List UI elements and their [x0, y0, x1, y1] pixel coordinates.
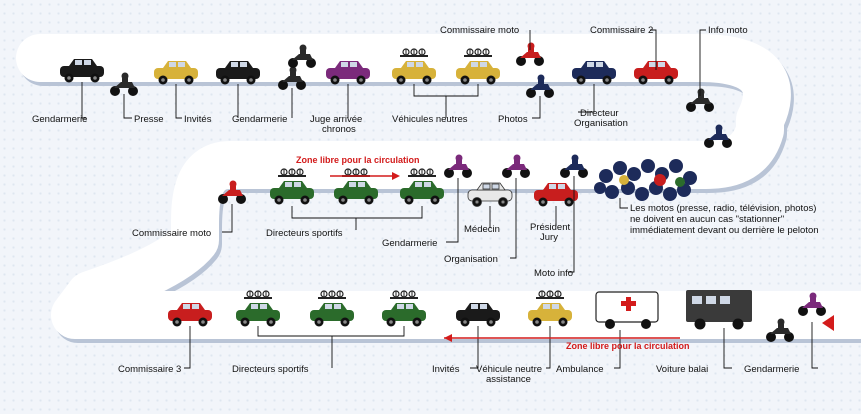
row2-vehicles: [218, 154, 697, 207]
label-info-moto: Moto info: [534, 268, 573, 279]
connectors: [81, 29, 818, 369]
row1-labels: Gendarmerie Presse Invités Gendarmerie J…: [32, 25, 748, 135]
label-assistance: assistance: [486, 374, 531, 385]
note-line-1: Les motos (presse, radio, télévision, ph…: [630, 203, 816, 214]
label-gendarmerie: Gendarmerie: [744, 364, 799, 375]
label-gendarmerie: Gendarmerie: [382, 238, 437, 249]
label-organisation: Organisation: [574, 118, 628, 129]
row3-labels: Zone libre pour la circulation Commissai…: [118, 341, 799, 385]
label-commissaire-moto: Commissaire moto: [132, 228, 211, 239]
label-commissaire-moto: Commissaire moto: [440, 25, 519, 36]
label-photos: Photos: [498, 114, 528, 125]
road: [16, 34, 861, 343]
label-guests: Invités: [184, 114, 212, 125]
label-commissaire-3: Commissaire 3: [118, 364, 181, 375]
label-ambulance: Ambulance: [556, 364, 604, 375]
row2-labels: Zone libre pour la circulation Commissai…: [132, 155, 819, 279]
label-guests: Invités: [432, 364, 460, 375]
label-jury: Jury: [540, 232, 558, 243]
note-line-3: immédiatement devant ou derrière le pelo…: [630, 225, 819, 236]
peloton-icon: [594, 159, 697, 201]
row3-vehicles: [168, 290, 834, 342]
label-commissaire-2: Commissaire 2: [590, 25, 653, 36]
zone-label-row3: Zone libre pour la circulation: [566, 341, 690, 351]
label-neutral-vehicles: Véhicules neutres: [392, 114, 468, 125]
label-neutral-vehicle: Véhicule neutre: [476, 364, 542, 375]
broom-wagon-icon: [686, 290, 752, 330]
label-press: Presse: [134, 114, 164, 125]
label-gendarmerie: Gendarmerie: [232, 114, 287, 125]
ambulance-icon: [595, 291, 659, 329]
label-info-moto: Info moto: [708, 25, 748, 36]
label-director: Directeur: [580, 108, 619, 119]
label-sport-directors: Directeurs sportifs: [266, 228, 343, 239]
zone-label-row2: Zone libre pour la circulation: [296, 155, 420, 165]
label-sport-directors: Directeurs sportifs: [232, 364, 309, 375]
label-broom-wagon: Voiture balai: [656, 364, 708, 375]
zone-arrow-row2: [330, 172, 400, 180]
label-gendarmerie: Gendarmerie: [32, 114, 87, 125]
label-president: Président: [530, 222, 570, 233]
label-doctor: Médecin: [464, 224, 500, 235]
direction-arrow-icon: [822, 315, 834, 331]
label-finish-judge: Juge arrivée: [310, 114, 362, 125]
note-line-2: ne doivent en aucun cas "stationner": [630, 214, 784, 225]
zone-arrow-row3: [444, 334, 680, 342]
label-timing: chronos: [322, 124, 356, 135]
label-organisation: Organisation: [444, 254, 498, 265]
